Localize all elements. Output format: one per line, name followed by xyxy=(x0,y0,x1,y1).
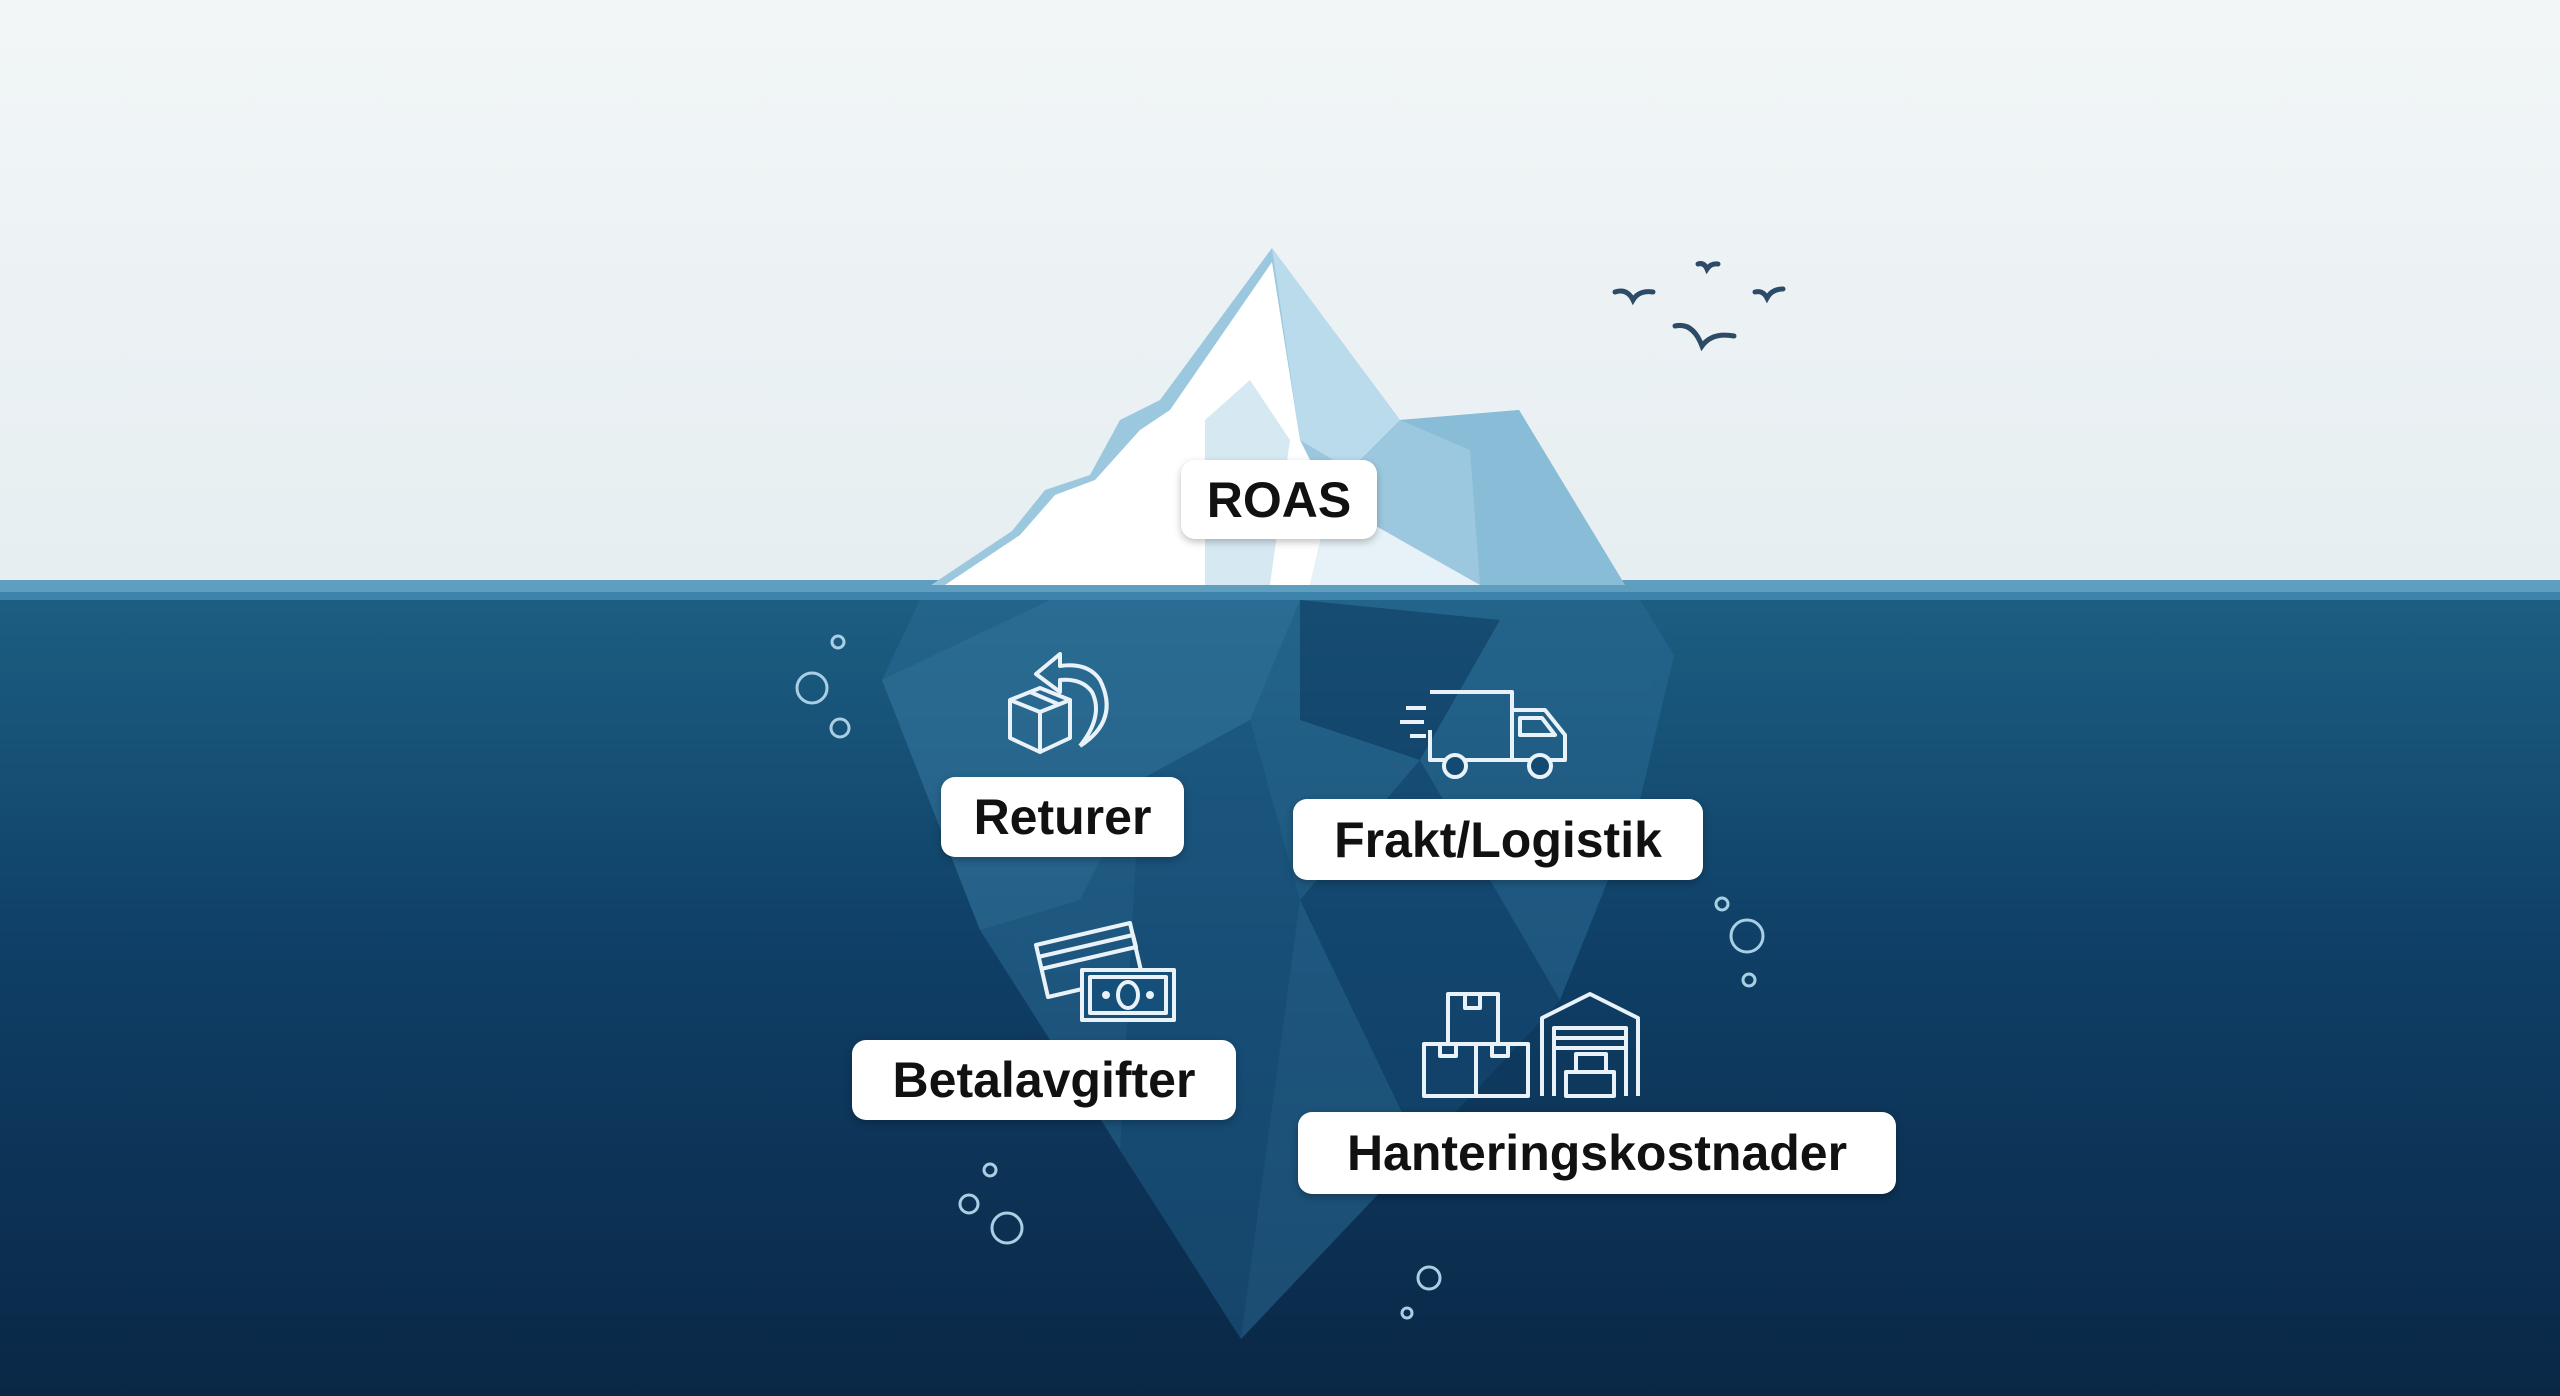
warehouse-boxes-icon xyxy=(1422,992,1640,1098)
bird-icon xyxy=(1752,286,1786,304)
credit-card-cash-icon xyxy=(1034,921,1176,1022)
bird-icon xyxy=(1672,322,1737,352)
bird-icon xyxy=(1695,261,1721,275)
label-hanteringskostnader: Hanteringskostnader xyxy=(1298,1112,1896,1194)
label-returer: Returer xyxy=(941,777,1184,857)
label-betalavgifter: Betalavgifter xyxy=(852,1040,1236,1120)
birds xyxy=(1612,261,1786,352)
bubbles xyxy=(795,634,1765,1320)
bird-icon xyxy=(1612,288,1656,306)
water-surface xyxy=(0,580,2560,592)
label-roas: ROAS xyxy=(1181,460,1377,539)
delivery-truck-icon xyxy=(1400,690,1567,779)
box-return-icon xyxy=(1008,652,1109,754)
label-frakt-logistik: Frakt/Logistik xyxy=(1293,799,1703,880)
